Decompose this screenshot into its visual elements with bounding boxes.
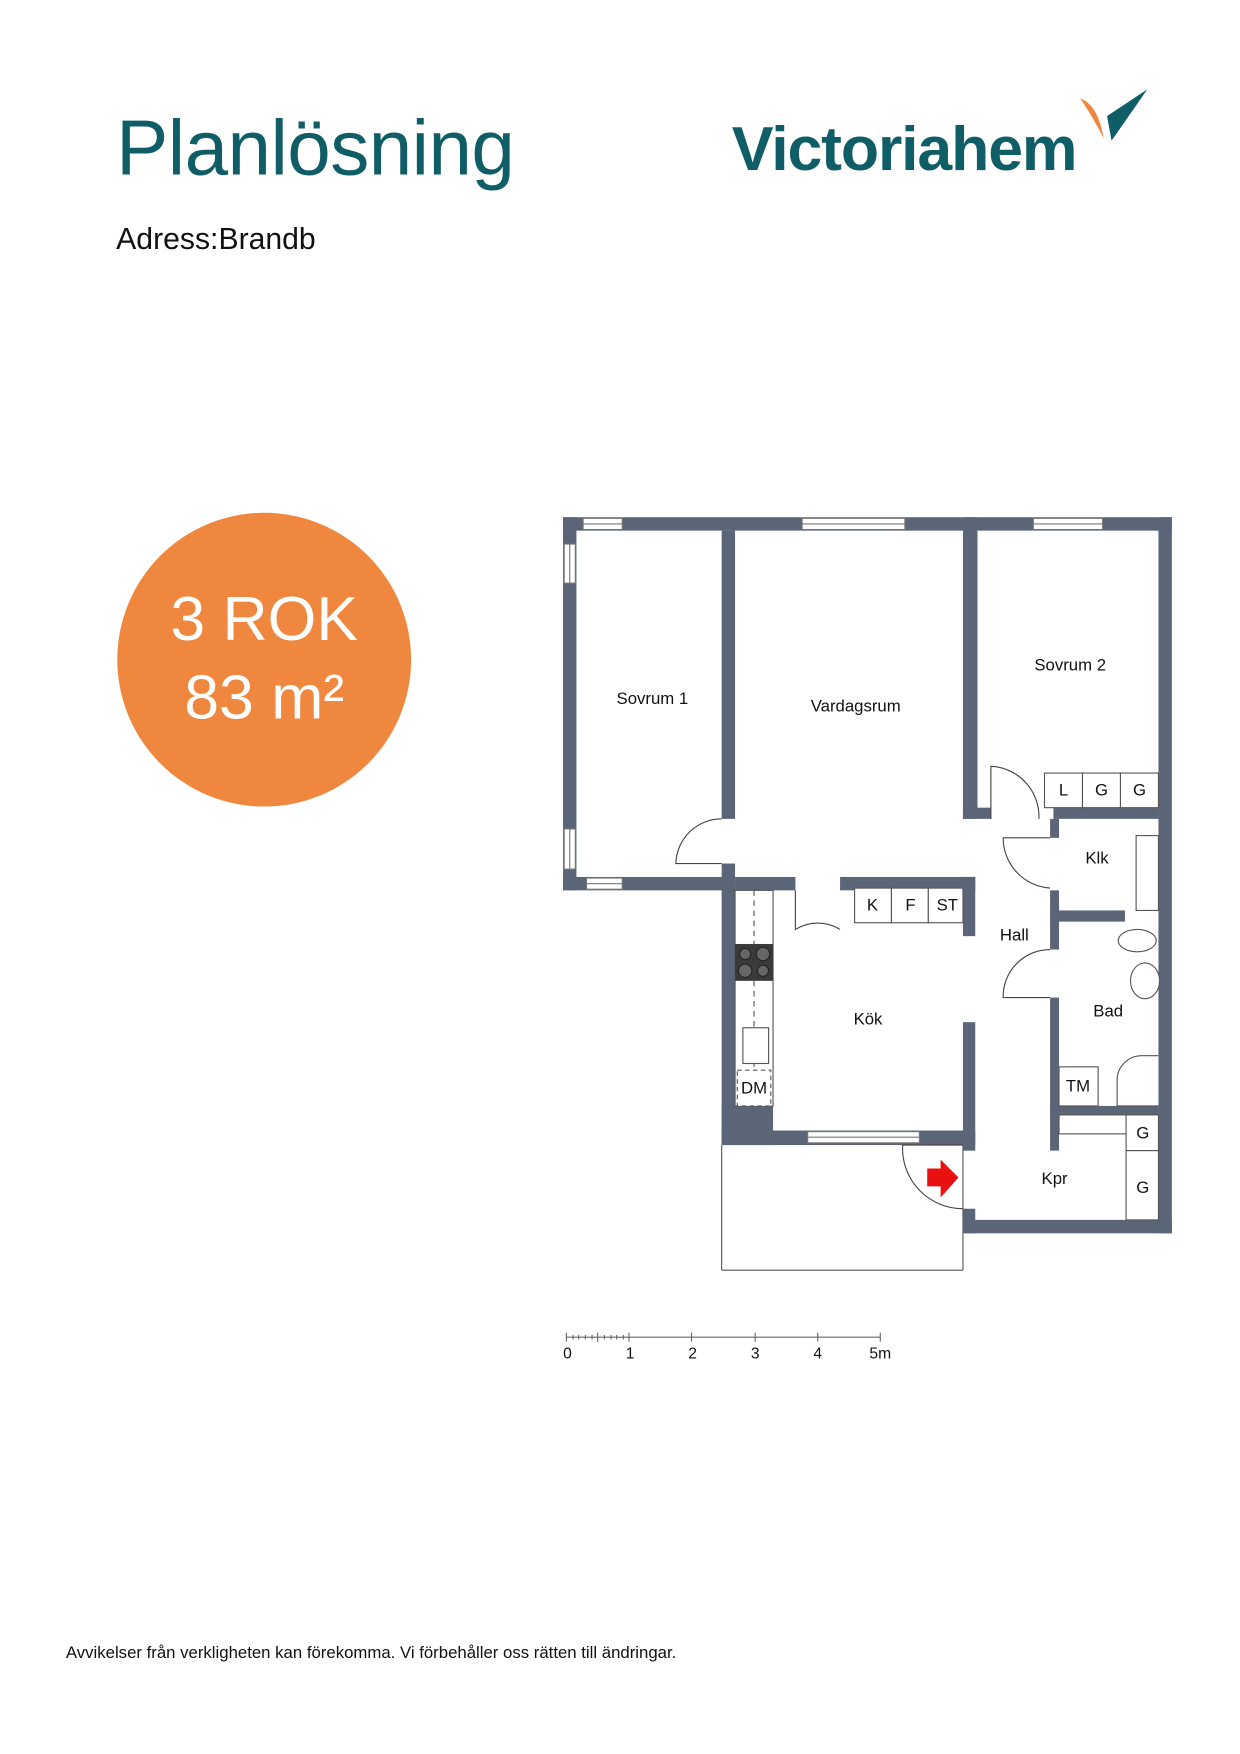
badge-rooms: 3 ROK: [170, 583, 359, 654]
address: Adress:Brandb: [116, 222, 316, 257]
address-value: Brandb: [218, 222, 316, 256]
room-label-kok: Kök: [854, 1009, 883, 1028]
fixture-label-g: G: [1133, 780, 1146, 799]
fixtures: [734, 772, 1161, 1221]
fixture-label-tm: TM: [1066, 1076, 1090, 1095]
scale-label: 5m: [869, 1345, 891, 1362]
disclaimer: Avvikelser från verkligheten kan förekom…: [65, 1643, 677, 1663]
room-label-vardagsrum: Vardagsrum: [811, 697, 901, 716]
fixture-label-g: G: [1095, 780, 1108, 799]
fixture-label-g: G: [1136, 1123, 1149, 1142]
fixture-label-g: G: [1136, 1178, 1149, 1197]
room-label-bad: Bad: [1093, 1002, 1123, 1021]
fixture-label-dm: DM: [741, 1079, 767, 1098]
scale-label: 3: [751, 1345, 760, 1362]
stove-icon: [735, 943, 774, 981]
scale-label: 0: [563, 1345, 572, 1362]
fixture-label-st: ST: [937, 895, 958, 914]
entrance-arrow-icon: [927, 1159, 959, 1198]
fixture-label-f: F: [905, 895, 915, 914]
scale-label: 2: [688, 1345, 697, 1362]
room-label-klk: Klk: [1085, 849, 1109, 868]
logo-text: Victoriahem: [731, 112, 1078, 184]
scale-label: 1: [626, 1345, 635, 1362]
fixture-label-l: L: [1059, 780, 1068, 799]
apartment-size-badge: 3 ROK 83 m²: [117, 512, 412, 807]
door-swings: [675, 765, 1051, 1210]
balcony: [721, 1145, 964, 1271]
windows: [563, 517, 1104, 1144]
scale-label: 4: [813, 1345, 822, 1362]
room-label-sovrum-1: Sovrum 1: [617, 689, 689, 708]
page-title: Planlösning: [116, 103, 515, 192]
victoriahem-logo: Victoriahem: [732, 85, 1157, 186]
room-label-hall: Hall: [1000, 926, 1029, 945]
logo-bird-icon: [1080, 89, 1148, 141]
fixture-label-k: K: [867, 895, 878, 914]
address-label: Adress:: [116, 222, 219, 256]
room-label-kpr: Kpr: [1042, 1169, 1068, 1188]
badge-area: 83 m²: [184, 661, 345, 732]
room-label-sovrum-2: Sovrum 2: [1034, 655, 1106, 674]
scale-bar: [565, 1332, 881, 1342]
